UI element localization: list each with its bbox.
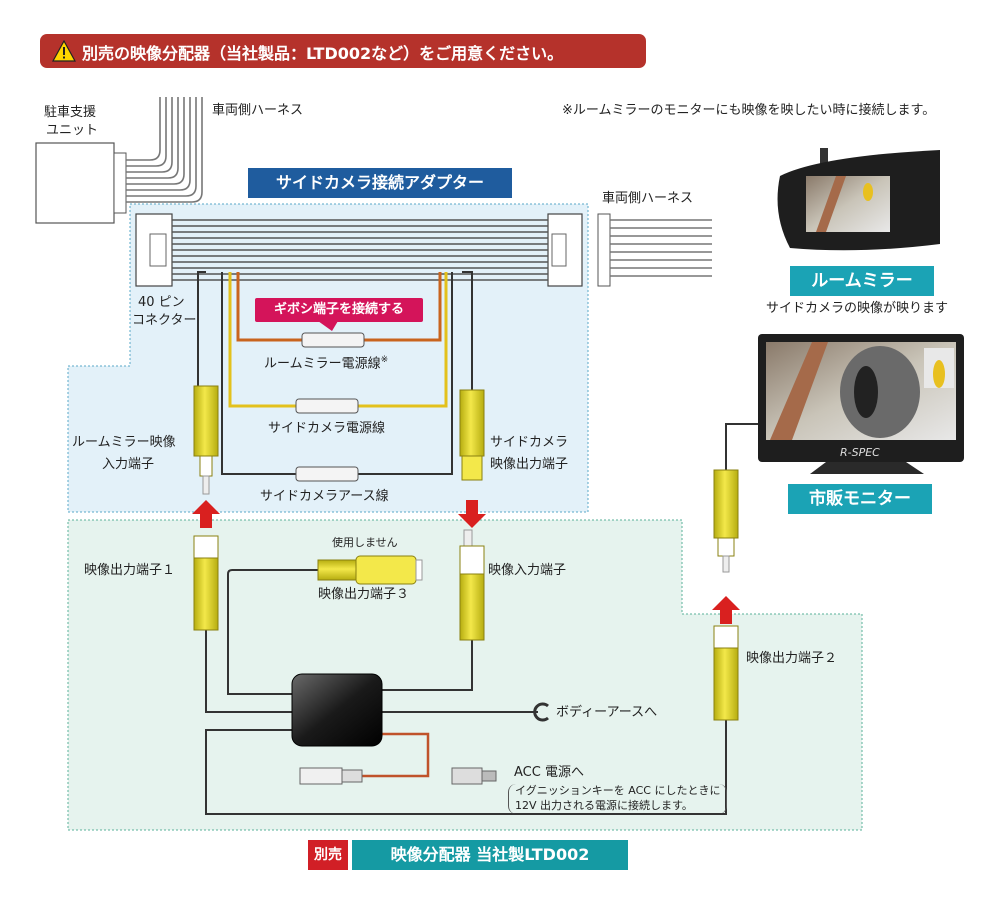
monitor-brand: R-SPEC (840, 446, 880, 459)
harness-top-wires (126, 97, 203, 203)
warning-text: 別売の映像分配器（当社製品：LTD002など）をご用意ください。 (82, 44, 564, 63)
warning-triangle-icon (52, 40, 76, 62)
rca-mirror-input (193, 385, 219, 495)
product-title: 映像分配器 当社製LTD002 (352, 840, 628, 870)
rca-input (459, 529, 485, 641)
body-ground-label: ボディーアースへ (556, 705, 658, 720)
monitor-label: 市販モニター (788, 484, 932, 514)
acc-title: ACC 電源へ (514, 765, 584, 780)
monitor-image (758, 334, 964, 474)
callout-pointer (318, 321, 338, 331)
sold-separately-badge: 別売 (308, 840, 348, 870)
input-label: 映像入力端子 (488, 563, 567, 578)
acc-note: イグニッションキーを ACC にしたときに 12V 出力される電源に接続します。 (508, 784, 728, 814)
splitter-box (291, 673, 383, 747)
connector-label-2: コネクター (132, 313, 197, 328)
rca-out2 (713, 625, 739, 721)
adapter-title: サイドカメラ接続アダプター (248, 168, 512, 198)
parking-unit-label-1: 駐車支援 (44, 105, 97, 120)
room-mirror-label: ルームミラー (790, 266, 934, 296)
cable-out3 (227, 569, 318, 695)
cable-in (382, 640, 473, 691)
mirror-input-label-1: ルームミラー映像 (72, 435, 176, 450)
warning-banner: 別売の映像分配器（当社製品：LTD002など）をご用意ください。 (40, 34, 646, 68)
mirror-input-label-2: 入力端子 (102, 457, 155, 472)
rca-monitor (713, 469, 739, 573)
splitter-zone (67, 519, 863, 831)
cable-monitor (725, 423, 762, 470)
acc-wire (362, 732, 430, 778)
harness-top-label: 車両側ハーネス (212, 103, 304, 118)
cable-out2 (205, 720, 727, 815)
arrow-down-1 (458, 500, 486, 528)
camera-ground-label: サイドカメラアース線 (260, 489, 389, 504)
arrow-up-2 (712, 596, 740, 624)
mirror-power-label: ルームミラー電源線※ (264, 355, 389, 372)
ground-lug (533, 702, 549, 722)
harness-right-label: 車両側ハーネス (602, 191, 694, 206)
room-mirror-caption: サイドカメラの映像が映ります (766, 301, 949, 316)
harness-right-wires (610, 219, 712, 277)
rca-camera-output (459, 389, 485, 481)
out1-label: 映像出力端子１ (84, 563, 176, 578)
camera-output-label-1: サイドカメラ (490, 435, 569, 450)
out2-label: 映像出力端子２ (746, 651, 838, 666)
splice-instruction: ギボシ端子を接続する (255, 298, 423, 322)
arrow-up-1 (192, 500, 220, 528)
camera-output-label-2: 映像出力端子 (490, 457, 569, 472)
parking-unit-box (35, 142, 115, 224)
room-mirror-image (777, 148, 940, 251)
splice-connectors (295, 332, 365, 482)
connector-label-1: 40 ピン (138, 295, 185, 310)
parking-unit-label-2: ユニット (46, 123, 99, 138)
rca-out3 (317, 555, 423, 585)
unused-label: 使用しません (332, 536, 398, 549)
camera-power-label: サイドカメラ電源線 (268, 421, 386, 436)
note-top-right: ※ルームミラーのモニターにも映像を映したい時に接続します。 (562, 103, 936, 118)
adapter-harness (172, 219, 548, 281)
out3-label: 映像出力端子３ (318, 587, 410, 602)
rca-out1 (193, 535, 219, 631)
cable-out1 (205, 630, 292, 713)
